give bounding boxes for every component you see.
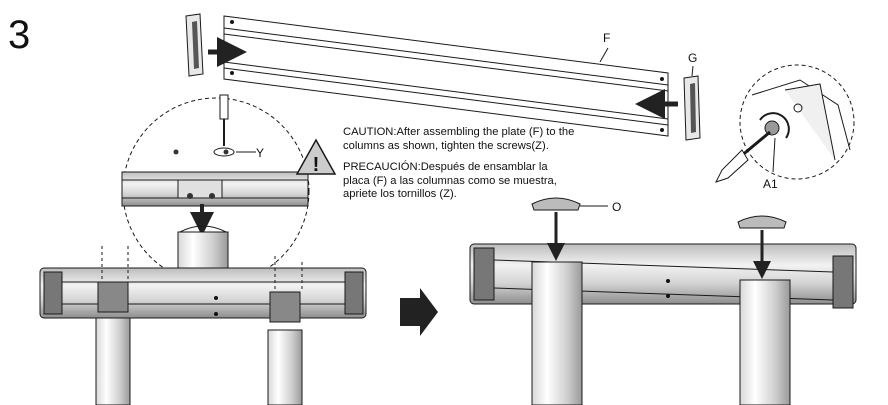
warning-triangle-icon: ! — [295, 138, 337, 176]
label-y: Y — [256, 146, 264, 160]
label-g: G — [688, 51, 697, 65]
direction-arrow-icon — [400, 288, 438, 336]
right-assembly — [469, 197, 857, 405]
detail-a1 — [715, 64, 855, 183]
step-number: 3 — [8, 13, 30, 57]
rotate-arrow-icon — [759, 112, 790, 139]
screwdriver-icon — [219, 94, 229, 146]
screwdriver-icon — [715, 130, 771, 183]
svg-text:!: ! — [313, 154, 320, 176]
label-o: O — [612, 200, 621, 214]
detail-screw-circle — [121, 94, 310, 285]
cap-o-left — [531, 197, 581, 261]
cap-o-right — [737, 215, 787, 279]
caution-notice: CAUTION:After assembling the plate (F) t… — [343, 126, 613, 210]
end-cap-g — [683, 65, 701, 141]
left-assembly — [39, 246, 367, 405]
plate-f — [223, 15, 669, 137]
end-cap-left — [185, 13, 204, 77]
caution-text-es: PRECAUCIÓN:Después de ensamblar la placa… — [343, 161, 557, 200]
caution-text-en: CAUTION:After assembling the plate (F) t… — [343, 126, 575, 152]
rotate-arrow-icon — [213, 147, 235, 157]
label-a1: A1 — [763, 177, 778, 191]
label-f: F — [603, 31, 610, 45]
